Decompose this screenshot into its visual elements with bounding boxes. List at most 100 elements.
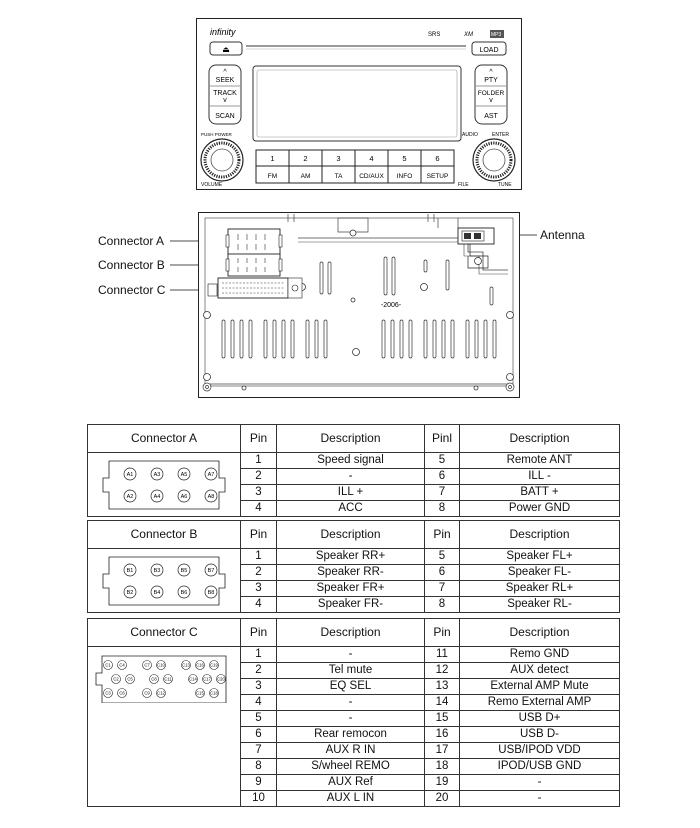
pin-label: C8 (151, 677, 157, 682)
cd-aux-button[interactable]: CD/AUX (359, 173, 384, 180)
tune-knob[interactable] (472, 138, 516, 182)
ast-button[interactable]: AST (484, 113, 498, 120)
load-button[interactable]: LOAD (471, 41, 507, 56)
preset-3-button[interactable]: 3 (336, 154, 340, 163)
description-cell: - (276, 468, 425, 485)
pin-label: A3 (154, 472, 161, 478)
table-row: 6 Rear remocon 16 USB D- (88, 726, 620, 743)
description-cell: AUX L IN (276, 790, 425, 807)
pin-header: Pin (424, 520, 460, 549)
description-cell: USB D+ (459, 710, 620, 727)
track-label: TRACK (213, 90, 237, 97)
connector-b-label: Connector B (98, 258, 165, 272)
file-label: FILE (458, 182, 469, 188)
table-row: 2 - 6 ILL - (88, 468, 620, 485)
pin-label: C9 (144, 691, 150, 696)
seek-button[interactable]: ^ SEEK (216, 69, 235, 84)
description-cell: Speed signal (276, 452, 425, 469)
ta-button[interactable]: TA (335, 173, 343, 180)
pin-cell: 8 (424, 596, 460, 613)
volume-label: VOLUME (201, 182, 223, 188)
pin-cell: 5 (424, 548, 460, 565)
info-button[interactable]: INFO (397, 173, 413, 180)
table-row: A1 A3 A5 A7 A2 A4 A6 A8 1 Speed signal 5… (87, 452, 620, 517)
pin-header: Pin (240, 424, 277, 453)
pin-label: A8 (208, 494, 215, 500)
connector-c (207, 277, 303, 299)
eject-button[interactable]: ⏏ (209, 41, 243, 56)
track-button[interactable]: TRACK v (213, 90, 237, 104)
pin-cell: 5 (424, 452, 460, 469)
pin-cell: 4 (240, 596, 277, 613)
setup-button[interactable]: SETUP (427, 173, 449, 180)
description-cell: ILL - (459, 468, 620, 485)
connector-b-title: Connector B (87, 520, 241, 549)
seek-up-icon: ^ (223, 69, 227, 76)
pin-header: Pin (240, 520, 277, 549)
mp3-badge: MP3 (491, 32, 502, 38)
folder-button[interactable]: FOLDER v (478, 90, 505, 104)
pin-label: A4 (154, 494, 161, 500)
description-cell: Remo GND (459, 646, 620, 663)
description-cell: - (276, 646, 425, 663)
scan-button[interactable]: SCAN (215, 113, 234, 120)
pin-cell: 8 (424, 500, 460, 517)
description-cell: ILL + (276, 484, 425, 501)
table-row: 4 ACC 8 Power GND (88, 500, 620, 517)
pin-label: C4 (119, 663, 125, 668)
table-row: 3 ILL + 7 BATT + (88, 484, 620, 501)
pin-label: C10 (157, 663, 165, 668)
pin-cell: 20 (424, 790, 460, 807)
left-button-cluster: ^ SEEK TRACK v SCAN (208, 64, 242, 125)
pin-label: B2 (127, 590, 134, 596)
vent-slots-lower (221, 319, 497, 359)
pty-button[interactable]: ^ PTY (484, 69, 498, 84)
preset-5-button[interactable]: 5 (402, 154, 406, 163)
description-header: Description (459, 520, 620, 549)
pin-label: A6 (181, 494, 188, 500)
antenna-connector (457, 227, 495, 269)
pin-label: A1 (127, 472, 134, 478)
pty-up-icon: ^ (489, 69, 493, 76)
pin-cell: 3 (240, 580, 277, 597)
preset-1-button[interactable]: 1 (270, 154, 274, 163)
pin-cell: 15 (424, 710, 460, 727)
pin-cell: 7 (424, 580, 460, 597)
track-down-icon: v (223, 97, 227, 104)
antenna-label: Antenna (540, 228, 585, 242)
eject-icon: ⏏ (222, 45, 230, 54)
description-cell: Speaker FL+ (459, 548, 620, 565)
description-cell: - (276, 694, 425, 711)
volume-knob[interactable] (200, 138, 244, 182)
format-badges: SRS XM MP3 (428, 30, 504, 38)
connector-a-label: Connector A (98, 234, 165, 248)
table-row: 10 AUX L IN 20 - (88, 790, 620, 807)
table-row: 3 Speaker FR+ 7 Speaker RL+ (88, 580, 620, 597)
pin-label: B4 (154, 590, 161, 596)
preset-2-button[interactable]: 2 (303, 154, 307, 163)
description-cell: External AMP Mute (459, 678, 620, 695)
mp3-badge-box (490, 30, 504, 38)
preset-6-button[interactable]: 6 (435, 154, 439, 163)
description-cell: AUX detect (459, 662, 620, 679)
pin-cell: 17 (424, 742, 460, 759)
description-cell: Speaker FR+ (276, 580, 425, 597)
pin-cell: 10 (240, 790, 277, 807)
description-cell: Tel mute (276, 662, 425, 679)
pin-label: C7 (144, 663, 150, 668)
pin-cell: 18 (424, 758, 460, 775)
pin-cell: 4 (240, 500, 277, 517)
preset-4-button[interactable]: 4 (369, 154, 373, 163)
fm-button[interactable]: FM (268, 173, 277, 180)
folder-down-icon: v (489, 97, 493, 104)
description-cell: BATT + (459, 484, 620, 501)
description-cell: Speaker RR- (276, 564, 425, 581)
connector-b (225, 253, 283, 277)
connector-a (225, 228, 283, 256)
am-button[interactable]: AM (301, 173, 311, 180)
pin-cell: 1 (240, 452, 277, 469)
pin-cell: 5 (240, 710, 277, 727)
pin-cell: 3 (240, 484, 277, 501)
ast-label: AST (484, 113, 498, 120)
description-header: Description (276, 618, 425, 647)
